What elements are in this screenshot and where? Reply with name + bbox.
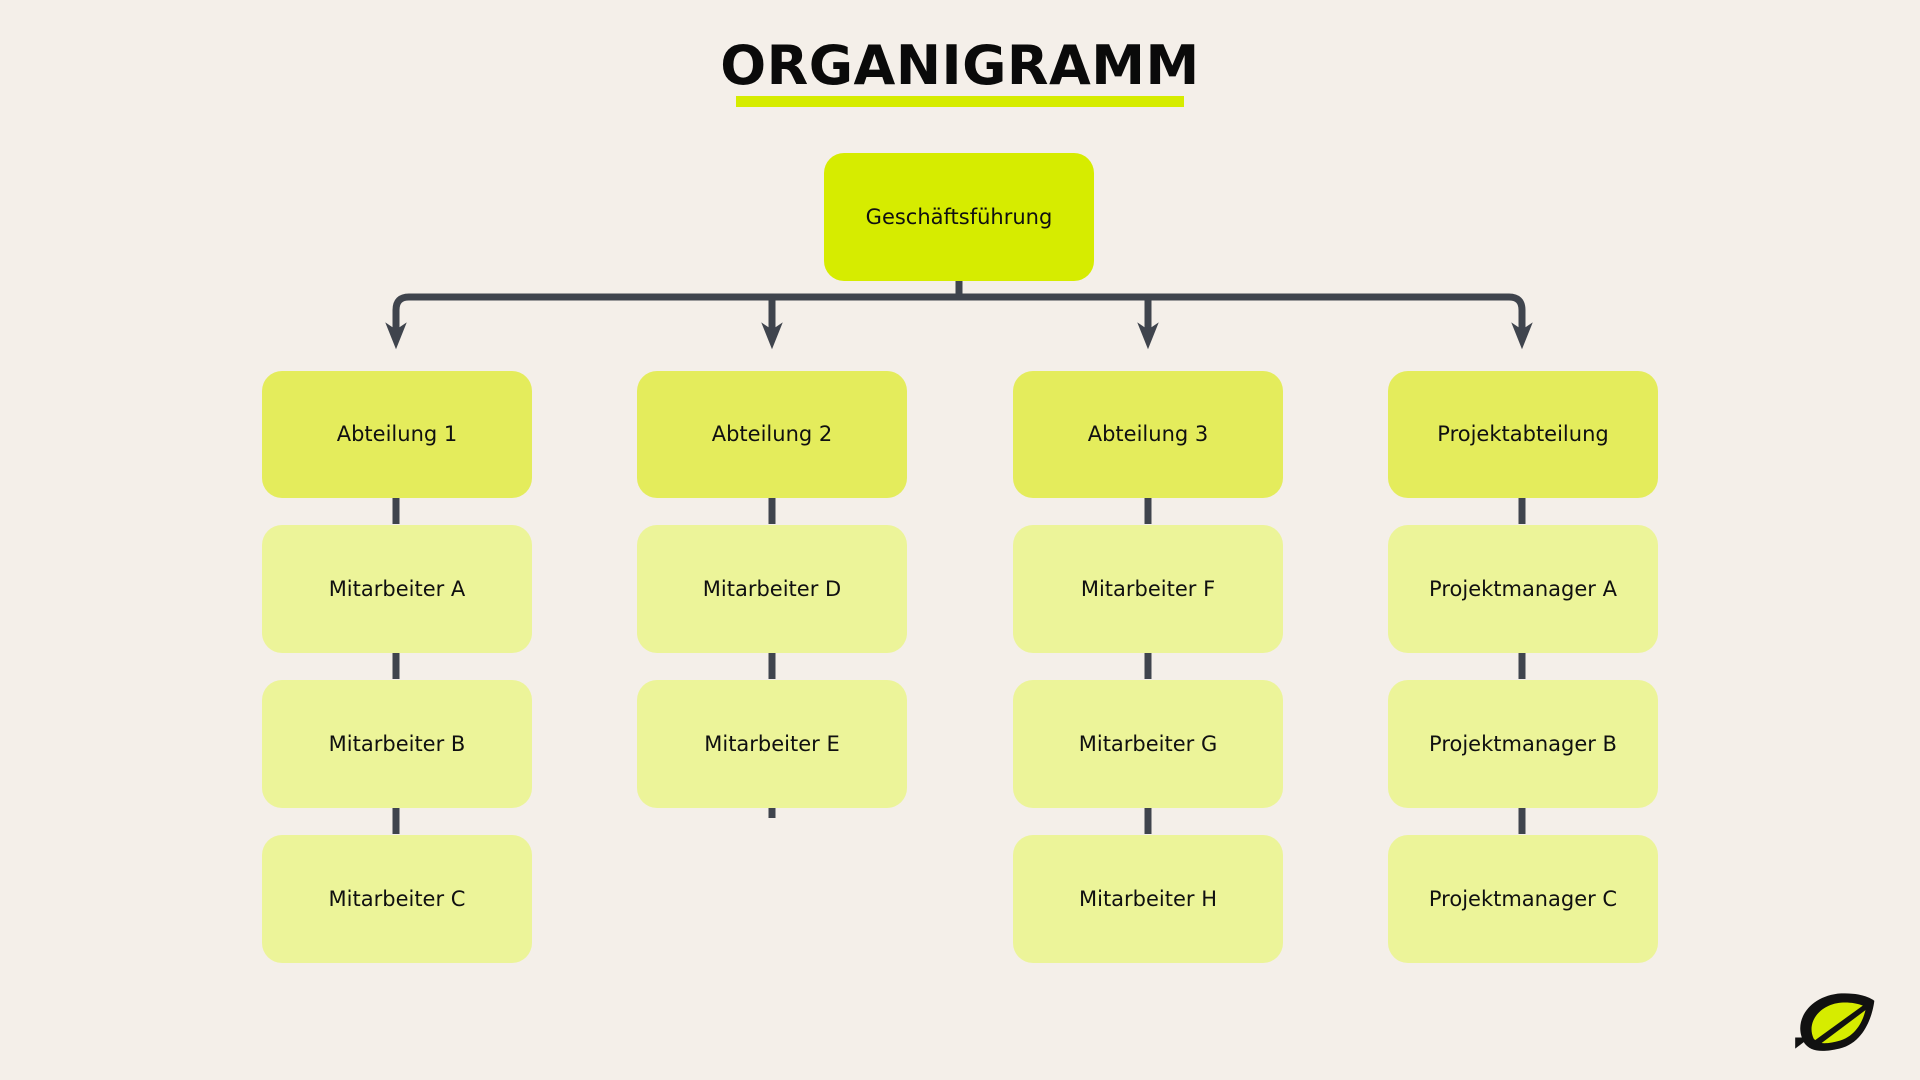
node-abteilung-1[interactable]: Abteilung 1 <box>262 371 532 498</box>
node-mitarbeiter-f[interactable]: Mitarbeiter F <box>1013 525 1283 653</box>
node-geschaeftsfuehrung[interactable]: Geschäftsführung <box>824 153 1094 281</box>
node-abteilung-3[interactable]: Abteilung 3 <box>1013 371 1283 498</box>
leaf-icon <box>1795 993 1875 1051</box>
node-projektmanager-c[interactable]: Projektmanager C <box>1388 835 1658 963</box>
node-abteilung-2[interactable]: Abteilung 2 <box>637 371 907 498</box>
title-underline <box>736 96 1184 107</box>
node-mitarbeiter-c[interactable]: Mitarbeiter C <box>262 835 532 963</box>
node-projektabteilung[interactable]: Projektabteilung <box>1388 371 1658 498</box>
node-projektmanager-b[interactable]: Projektmanager B <box>1388 680 1658 808</box>
node-mitarbeiter-e[interactable]: Mitarbeiter E <box>637 680 907 808</box>
node-mitarbeiter-b[interactable]: Mitarbeiter B <box>262 680 532 808</box>
node-mitarbeiter-a[interactable]: Mitarbeiter A <box>262 525 532 653</box>
page-title-wrapper: ORGANIGRAMM <box>0 34 1920 97</box>
node-mitarbeiter-d[interactable]: Mitarbeiter D <box>637 525 907 653</box>
node-mitarbeiter-g[interactable]: Mitarbeiter G <box>1013 680 1283 808</box>
node-mitarbeiter-h[interactable]: Mitarbeiter H <box>1013 835 1283 963</box>
page-title: ORGANIGRAMM <box>720 34 1200 97</box>
node-projektmanager-a[interactable]: Projektmanager A <box>1388 525 1658 653</box>
